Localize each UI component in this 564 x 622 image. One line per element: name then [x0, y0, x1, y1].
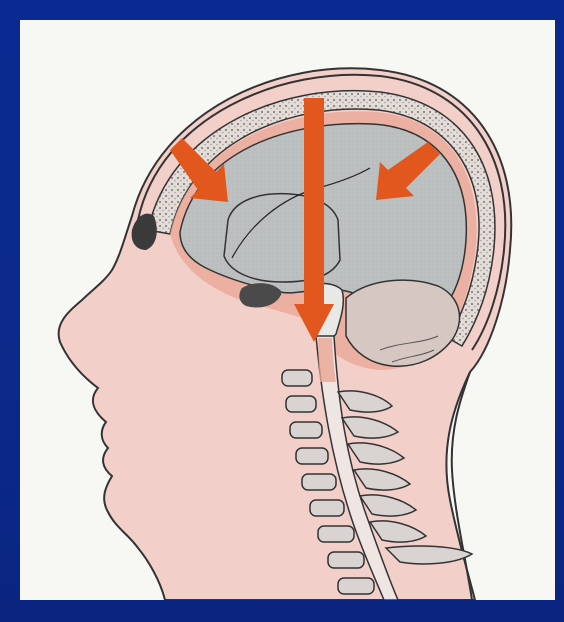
head-cross-section-diagram — [20, 20, 555, 600]
illustration-panel — [20, 20, 555, 600]
